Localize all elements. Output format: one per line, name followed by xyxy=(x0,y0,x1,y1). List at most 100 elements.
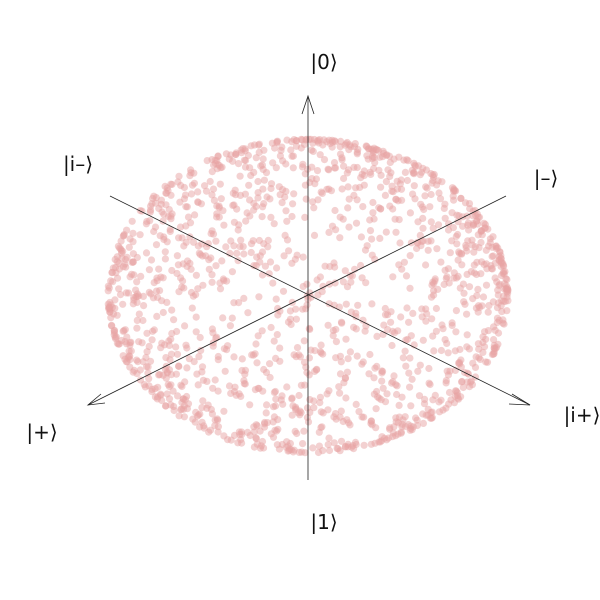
sample-point xyxy=(344,204,352,212)
sample-point xyxy=(481,224,489,232)
sample-point xyxy=(151,385,159,393)
sample-point xyxy=(142,220,150,228)
sample-point xyxy=(128,217,136,225)
sample-point xyxy=(170,316,178,324)
sample-point xyxy=(490,341,498,349)
sample-point xyxy=(162,374,170,382)
sample-point xyxy=(237,236,245,244)
sample-point xyxy=(108,322,116,330)
sample-point xyxy=(409,309,417,317)
sample-point xyxy=(336,389,344,397)
sample-point xyxy=(282,207,290,215)
sample-point xyxy=(389,327,397,335)
sample-point xyxy=(366,216,374,224)
sample-point xyxy=(342,300,350,308)
sample-point xyxy=(134,358,142,366)
sample-point xyxy=(359,203,367,211)
sample-point xyxy=(448,209,456,217)
sample-point xyxy=(136,231,144,239)
sample-point xyxy=(340,174,348,183)
sample-point xyxy=(409,423,417,431)
sample-point xyxy=(455,360,464,368)
sample-point xyxy=(465,283,474,291)
sample-point xyxy=(187,265,195,273)
sample-point xyxy=(446,367,454,375)
sample-point xyxy=(471,363,480,371)
sample-point xyxy=(482,281,491,289)
sample-point xyxy=(427,218,435,226)
sample-point xyxy=(208,271,216,279)
sample-point xyxy=(190,358,198,366)
sample-point xyxy=(441,266,449,274)
sample-point xyxy=(288,411,296,419)
sample-point xyxy=(482,246,490,254)
sample-point xyxy=(292,305,300,313)
sample-point xyxy=(325,446,334,455)
sample-point xyxy=(202,187,211,195)
sample-point xyxy=(221,367,229,375)
sample-point xyxy=(416,171,424,179)
sample-point xyxy=(418,305,426,313)
sample-point xyxy=(208,227,216,235)
sample-point xyxy=(212,237,220,245)
sample-point xyxy=(474,231,482,239)
sample-point xyxy=(139,292,147,300)
sample-point xyxy=(273,138,281,146)
sample-point xyxy=(422,411,430,419)
sample-point xyxy=(419,419,427,427)
sample-point xyxy=(115,340,123,348)
sample-point xyxy=(180,242,188,250)
sample-point xyxy=(119,352,127,360)
sample-point xyxy=(352,325,360,333)
sample-point xyxy=(208,325,216,333)
sample-point xyxy=(214,152,222,160)
sample-point xyxy=(208,410,216,418)
sample-point xyxy=(325,185,333,193)
sample-point xyxy=(431,391,439,399)
sample-point xyxy=(336,213,344,221)
sample-point xyxy=(301,213,309,221)
sample-point xyxy=(213,210,221,218)
sample-point xyxy=(181,191,190,199)
sample-point xyxy=(416,231,424,239)
sample-point xyxy=(332,338,340,346)
sample-point xyxy=(357,261,365,270)
sample-point xyxy=(429,278,437,286)
sample-point xyxy=(360,167,368,175)
sample-point xyxy=(235,299,243,307)
sample-point xyxy=(387,308,395,316)
sample-point xyxy=(239,145,247,153)
label-ket-i-minus: |i–⟩ xyxy=(62,152,94,176)
sample-point xyxy=(405,369,413,377)
sample-point xyxy=(191,211,199,219)
sample-point xyxy=(297,144,305,152)
sample-point xyxy=(352,184,360,192)
sample-point xyxy=(266,195,274,203)
sample-point xyxy=(323,138,331,146)
sample-point xyxy=(261,420,269,428)
sample-point xyxy=(442,275,450,283)
sample-point xyxy=(324,441,332,449)
sample-point xyxy=(488,265,496,273)
sample-point xyxy=(119,300,127,308)
sample-point xyxy=(336,143,344,151)
sample-point xyxy=(283,383,291,391)
sample-point xyxy=(133,316,141,324)
sample-point xyxy=(234,226,242,234)
sample-point xyxy=(289,448,297,456)
sample-point xyxy=(403,176,411,185)
sample-point xyxy=(182,203,190,211)
sample-point xyxy=(263,401,271,409)
sample-point xyxy=(427,190,435,199)
sample-point xyxy=(239,243,247,251)
sample-point xyxy=(480,343,489,351)
sample-point xyxy=(264,243,272,251)
sample-point xyxy=(123,226,131,234)
sample-point xyxy=(293,429,301,438)
sample-point xyxy=(172,343,180,351)
sample-point xyxy=(391,215,399,223)
sample-point xyxy=(107,277,115,285)
sample-point xyxy=(299,160,307,168)
sample-point xyxy=(332,325,340,334)
sample-point xyxy=(388,341,396,350)
